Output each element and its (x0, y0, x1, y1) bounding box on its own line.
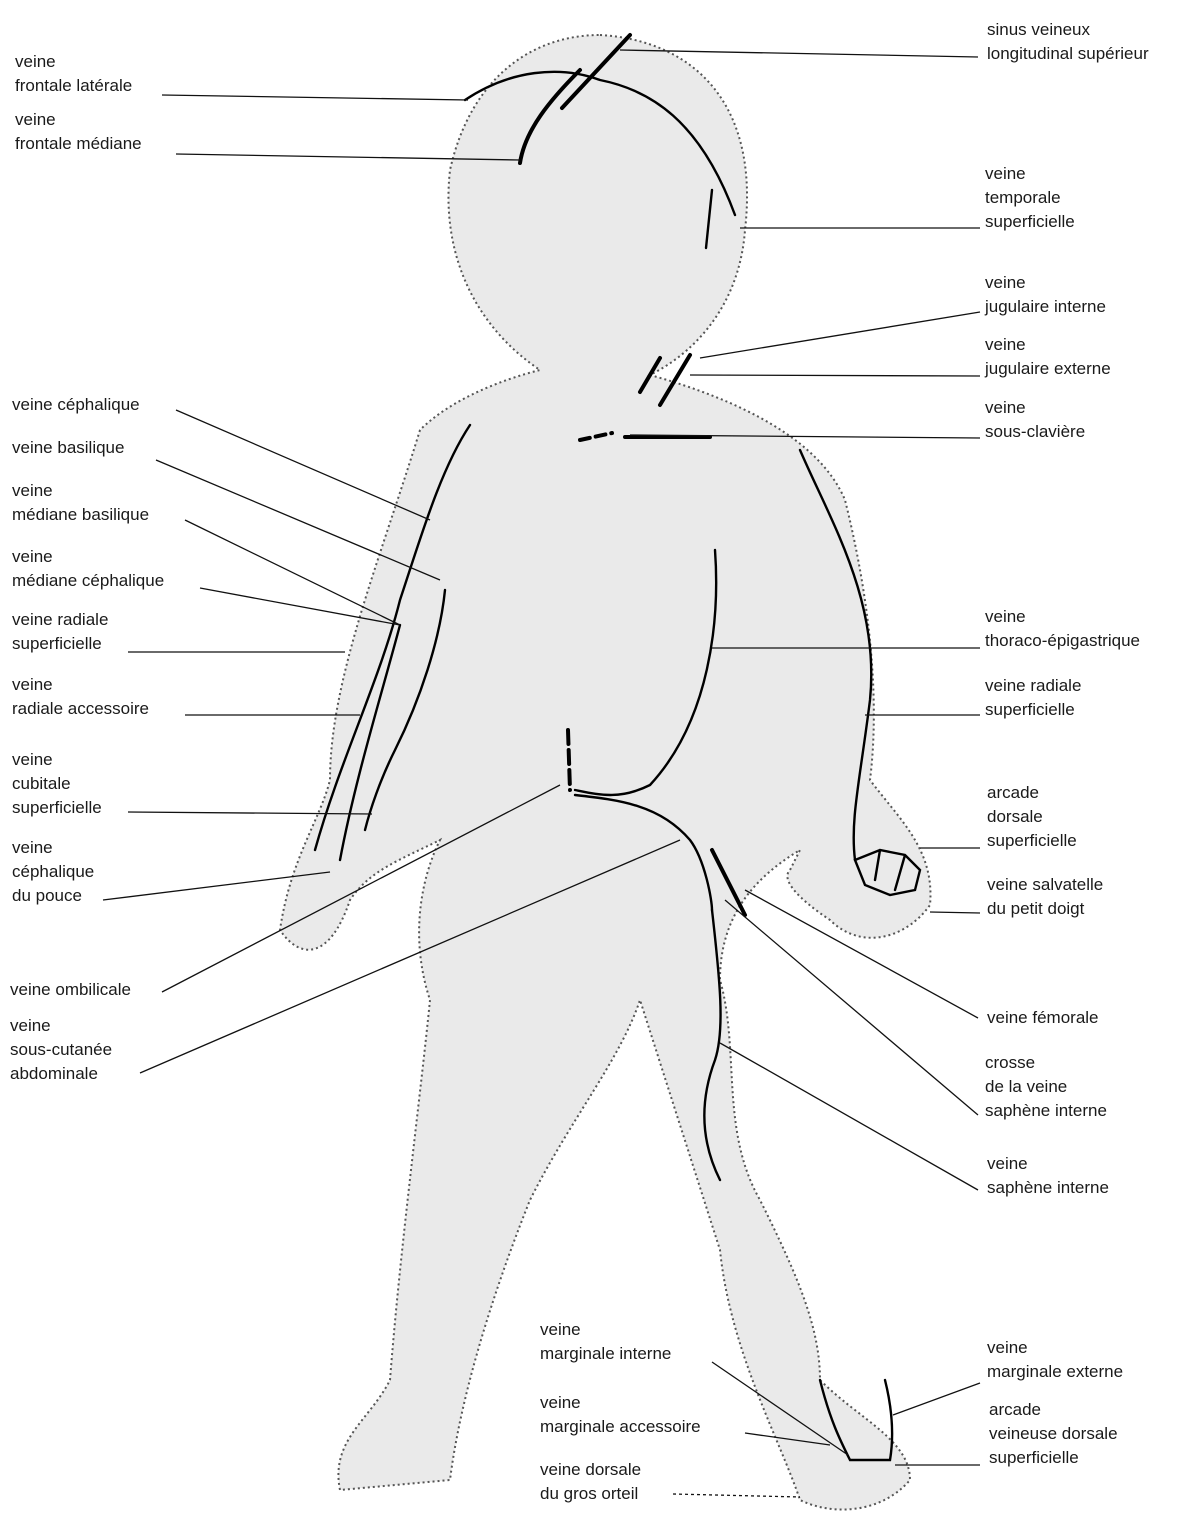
ombilicale-vein (568, 730, 570, 790)
label-line: temporale (985, 186, 1075, 210)
label-line: superficielle (989, 1446, 1118, 1470)
label-line: cubitale (12, 772, 102, 796)
label-line: veine (12, 836, 94, 860)
label-line: du gros orteil (540, 1482, 641, 1506)
label-thoraco-epigastrique: veine thoraco-épigastrique (985, 605, 1140, 653)
label-marginale-externe: veine marginale externe (987, 1336, 1123, 1384)
label-line: superficielle (12, 632, 108, 656)
label-line: marginale externe (987, 1360, 1123, 1384)
label-line: veine salvatelle (987, 873, 1103, 897)
label-line: veine (985, 333, 1111, 357)
label-arcade-dorsale: arcade dorsale superficielle (987, 781, 1077, 853)
label-line: veine (12, 545, 164, 569)
label-arcade-veineuse-dorsale: arcade veineuse dorsale superficielle (989, 1398, 1118, 1470)
label-radiale-superficielle-d: veine radiale superficielle (985, 674, 1081, 722)
label-frontale-laterale: veine frontale latérale (15, 50, 132, 98)
child-silhouette (280, 35, 930, 1510)
label-line: veine (15, 50, 132, 74)
label-marginale-interne: veine marginale interne (540, 1318, 671, 1366)
label-line: dorsale (987, 805, 1077, 829)
label-line: veine (985, 271, 1106, 295)
label-line: veine dorsale (540, 1458, 641, 1482)
label-line: veine (540, 1391, 701, 1415)
label-crosse-saphene: crosse de la veine saphène interne (985, 1051, 1107, 1123)
label-marginale-accessoire: veine marginale accessoire (540, 1391, 701, 1439)
label-mediane-basilique: veine médiane basilique (12, 479, 149, 527)
label-line: veine fémorale (987, 1006, 1099, 1030)
label-line: veine basilique (12, 436, 124, 460)
label-line: veine (985, 162, 1075, 186)
label-line: céphalique (12, 860, 94, 884)
label-line: sous-cutanée (10, 1038, 112, 1062)
label-cephalique-pouce: veine céphalique du pouce (12, 836, 94, 908)
label-radiale-accessoire: veine radiale accessoire (12, 673, 149, 721)
label-line: veine (987, 1336, 1123, 1360)
label-line: veine (987, 1152, 1109, 1176)
label-line: jugulaire externe (985, 357, 1111, 381)
label-line: du petit doigt (987, 897, 1103, 921)
label-jugulaire-externe: veine jugulaire externe (985, 333, 1111, 381)
label-line: veine (540, 1318, 671, 1342)
label-line: veine (12, 748, 102, 772)
label-line: veine (985, 605, 1140, 629)
label-cephalique: veine céphalique (12, 393, 140, 417)
label-line: arcade (989, 1398, 1118, 1422)
label-frontale-mediane: veine frontale médiane (15, 108, 142, 156)
label-line: médiane céphalique (12, 569, 164, 593)
label-temporale: veine temporale superficielle (985, 162, 1075, 234)
label-line: de la veine (985, 1075, 1107, 1099)
label-line: veine céphalique (12, 393, 140, 417)
label-line: saphène interne (985, 1099, 1107, 1123)
label-line: sinus veineux (987, 18, 1149, 42)
label-line: radiale accessoire (12, 697, 149, 721)
label-line: veine ombilicale (10, 978, 131, 1002)
label-line: veine (12, 673, 149, 697)
label-cubitale-superficielle: veine cubitale superficielle (12, 748, 102, 820)
label-line: marginale accessoire (540, 1415, 701, 1439)
label-dorsale-gros-orteil: veine dorsale du gros orteil (540, 1458, 641, 1506)
label-line: frontale médiane (15, 132, 142, 156)
label-mediane-cephalique: veine médiane céphalique (12, 545, 164, 593)
label-line: crosse (985, 1051, 1107, 1075)
label-line: frontale latérale (15, 74, 132, 98)
label-line: veine radiale (985, 674, 1081, 698)
label-radiale-superficielle-g: veine radiale superficielle (12, 608, 108, 656)
label-line: longitudinal supérieur (987, 42, 1149, 66)
label-saphene-interne: veine saphène interne (987, 1152, 1109, 1200)
label-line: veine (15, 108, 142, 132)
label-line: veine radiale (12, 608, 108, 632)
label-sous-claviere: veine sous-clavière (985, 396, 1085, 444)
label-line: superficielle (985, 698, 1081, 722)
label-line: saphène interne (987, 1176, 1109, 1200)
label-ombilicale: veine ombilicale (10, 978, 131, 1002)
label-sinus: sinus veineux longitudinal supérieur (987, 18, 1149, 66)
label-femorale: veine fémorale (987, 1006, 1099, 1030)
label-basilique: veine basilique (12, 436, 124, 460)
label-line: thoraco-épigastrique (985, 629, 1140, 653)
label-salvatelle: veine salvatelle du petit doigt (987, 873, 1103, 921)
label-jugulaire-interne: veine jugulaire interne (985, 271, 1106, 319)
label-sous-cutanee-abdominale: veine sous-cutanée abdominale (10, 1014, 112, 1086)
label-line: sous-clavière (985, 420, 1085, 444)
label-line: veine (985, 396, 1085, 420)
label-line: jugulaire interne (985, 295, 1106, 319)
label-line: superficielle (12, 796, 102, 820)
label-line: marginale interne (540, 1342, 671, 1366)
label-line: abdominale (10, 1062, 112, 1086)
label-line: veine (10, 1014, 112, 1038)
label-line: arcade (987, 781, 1077, 805)
label-line: veine (12, 479, 149, 503)
label-line: du pouce (12, 884, 94, 908)
label-line: médiane basilique (12, 503, 149, 527)
label-line: veineuse dorsale (989, 1422, 1118, 1446)
label-line: superficielle (987, 829, 1077, 853)
label-line: superficielle (985, 210, 1075, 234)
